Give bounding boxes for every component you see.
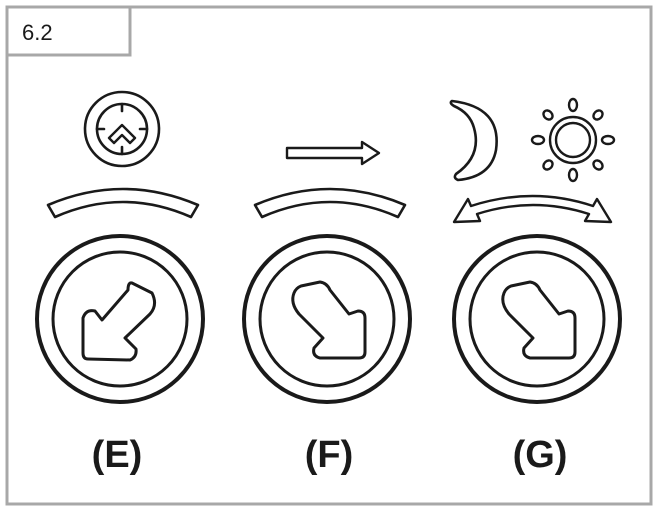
figure-frame — [5, 5, 653, 506]
figure-number-box — [7, 5, 132, 57]
sun-icon — [530, 97, 616, 183]
panel-f: (F) — [242, 140, 412, 476]
knob-arrow-down-right-icon — [242, 234, 412, 404]
single-arc-icon — [253, 187, 407, 219]
knob-arrow-down-left-icon — [35, 234, 205, 404]
panel-e: (E) — [35, 90, 205, 476]
double-headed-arc-arrow-icon — [452, 194, 613, 224]
figure-number: 6.2 — [22, 20, 53, 45]
panel-label: (G) — [513, 434, 568, 476]
moon-icon — [449, 99, 498, 182]
chevron-up-in-circle-icon — [83, 90, 161, 168]
single-arc-icon — [46, 187, 200, 219]
panel-label: (E) — [92, 434, 143, 476]
knob-arrow-down-right-icon — [452, 234, 622, 404]
panel-g: (G) — [449, 97, 622, 476]
right-arrow-icon — [285, 140, 381, 166]
panel-label: (F) — [305, 434, 354, 476]
